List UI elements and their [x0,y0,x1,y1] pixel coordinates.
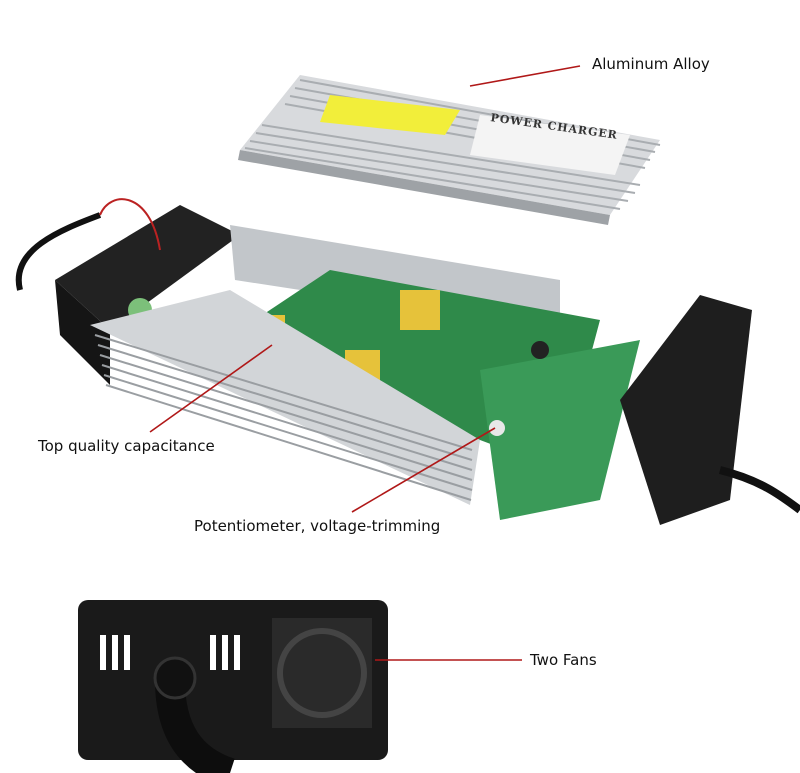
label-two-fans: Two Fans [530,651,597,669]
leader-lines [149,65,581,661]
spec-sticker [320,95,460,135]
ac-cable [15,212,102,291]
aluminum-cover [238,75,661,225]
fan-grille [272,618,372,728]
rear-view-charger [78,600,388,773]
label-aluminum-alloy: Aluminum Alloy [592,55,710,73]
potentiometer [489,420,505,436]
label-potentiometer: Potentiometer, voltage-trimming [194,517,441,535]
charger-body [90,225,640,520]
label-capacitance: Top quality capacitance [38,437,215,455]
right-fan [620,295,800,525]
